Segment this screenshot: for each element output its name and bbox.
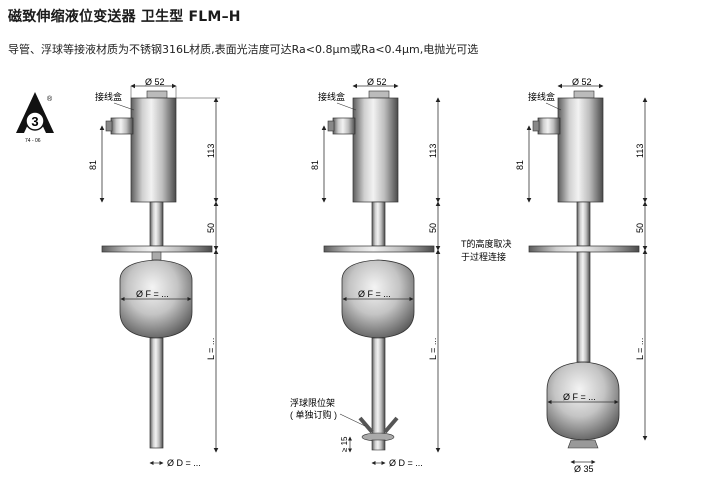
technical-drawing: 3 ® 74 - 06 Ø 52 接线盒 81 113 50 Ø F = ...… bbox=[16, 77, 648, 474]
tube-diameter-label-2: Ø D = ... bbox=[389, 458, 423, 468]
dim-113-3: 113 bbox=[635, 144, 645, 158]
junction-box-label-2: 接线盒 bbox=[318, 91, 345, 102]
dim-81-2: 81 bbox=[310, 160, 320, 170]
logo-code: 74 - 06 bbox=[25, 138, 41, 144]
dim-113: 113 bbox=[206, 144, 216, 158]
length-label-2: L = ... bbox=[428, 338, 438, 360]
float-diameter-label-2: Ø F = ... bbox=[358, 289, 391, 299]
dim-50-2: 50 bbox=[428, 223, 438, 233]
junction-box-label-3: 接线盒 bbox=[528, 91, 555, 102]
length-label: L = ... bbox=[206, 338, 216, 360]
dim-15: ≥ 15 bbox=[340, 436, 349, 452]
bottom-diameter-label: Ø 35 bbox=[574, 464, 594, 474]
dim-50-3: 50 bbox=[635, 223, 645, 233]
logo-digit: 3 bbox=[31, 114, 38, 129]
float-stop-note: ( 单独订购 ) bbox=[290, 409, 337, 420]
float-diameter-label: Ø F = ... bbox=[136, 289, 169, 299]
drawing-1: Ø 52 接线盒 81 113 50 Ø F = ... L = ... Ø D… bbox=[88, 77, 220, 468]
dim-81-3: 81 bbox=[515, 160, 525, 170]
length-label-3: L = ... bbox=[635, 338, 645, 360]
page-subtitle: 导管、浮球等接液材质为不锈钢316L材质,表面光洁度可达Ra<0.8μm或Ra<… bbox=[8, 43, 479, 56]
float-diameter-label-3: Ø F = ... bbox=[563, 392, 596, 402]
drawing-2: Ø 52 接线盒 81 113 50 Ø F = ... 浮球限位架 ( 单独订… bbox=[290, 77, 441, 468]
dim-113-2: 113 bbox=[428, 144, 438, 158]
housing-diameter-label-2: Ø 52 bbox=[367, 77, 387, 87]
junction-box-label: 接线盒 bbox=[95, 91, 122, 102]
3a-sanitary-logo: 3 ® 74 - 06 bbox=[16, 92, 54, 144]
t-note-line2: 于过程连接 bbox=[461, 251, 506, 262]
dim-81: 81 bbox=[88, 160, 98, 170]
t-note-line1: T的高度取决 bbox=[461, 238, 512, 249]
dim-50: 50 bbox=[206, 223, 216, 233]
page-title: 磁致伸缩液位变送器 卫生型 FLM–H bbox=[8, 9, 241, 25]
tube-diameter-label: Ø D = ... bbox=[167, 458, 201, 468]
housing-diameter-label: Ø 52 bbox=[145, 77, 165, 87]
housing-diameter-label-3: Ø 52 bbox=[572, 77, 592, 87]
drawing-3: Ø 52 接线盒 81 113 50 Ø F = ... Ø 35 L = ..… bbox=[515, 77, 648, 474]
registered-mark: ® bbox=[47, 95, 53, 103]
float-stop-label: 浮球限位架 bbox=[290, 397, 335, 408]
